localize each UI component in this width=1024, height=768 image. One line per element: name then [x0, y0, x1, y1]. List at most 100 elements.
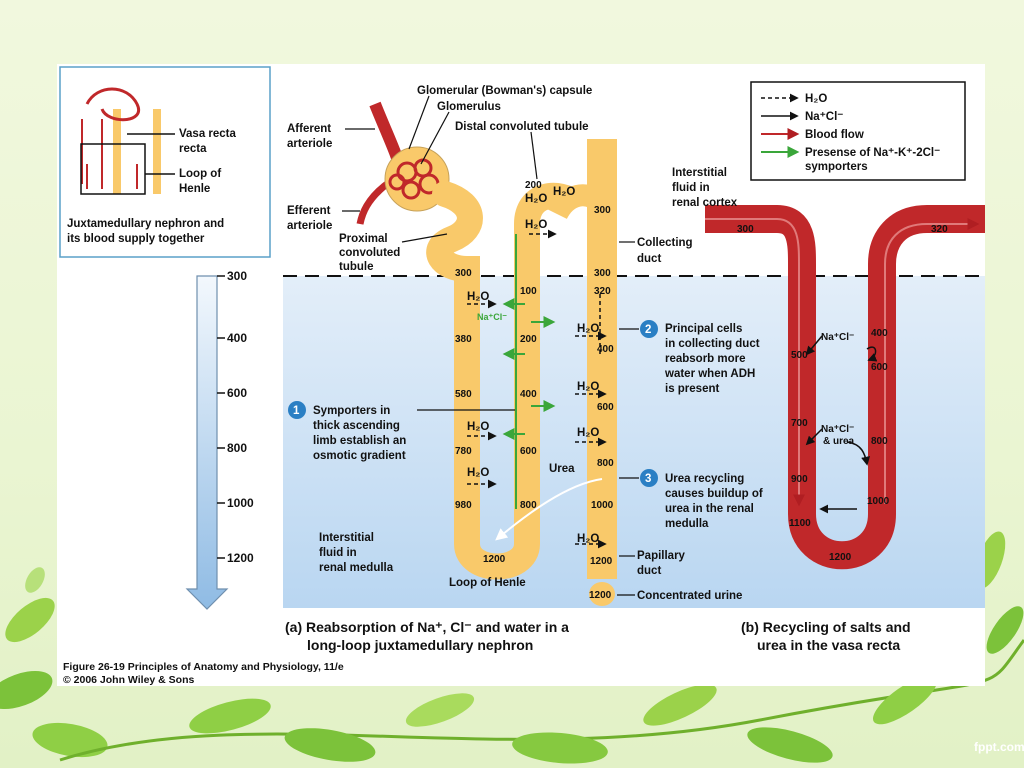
inset-caption-1: Juxtamedullary nephron and — [67, 218, 224, 230]
svg-text:in collecting duct: in collecting duct — [665, 338, 760, 350]
loop-of-henle — [454, 182, 585, 580]
svg-text:thick ascending: thick ascending — [313, 420, 400, 432]
vasa-and-urea: & urea — [823, 436, 855, 447]
step-1: 1 Symporters in thick ascending limb est… — [288, 401, 515, 462]
label-proximal-1: Proximal — [339, 233, 388, 245]
watermark: fppt.com — [974, 740, 1024, 754]
asc-200: 200 — [520, 334, 537, 345]
h2o-label-desc-3: H₂O — [467, 467, 489, 479]
caption-a-1: (a) Reabsorption of Na⁺, Cl⁻ and water i… — [285, 619, 569, 635]
inset-vasa-recta-label-2: recta — [179, 143, 207, 155]
caption-b-2: urea in the vasa recta — [757, 637, 900, 653]
inset-juxtamedullary: Vasa recta recta Loop of Henle Juxtamedu… — [59, 66, 271, 258]
concentrated-urine-drop — [589, 582, 615, 606]
vasa-500: 500 — [791, 350, 808, 361]
glomerulus — [388, 158, 440, 200]
vasa-flow-down — [705, 218, 805, 507]
inset-loop-label: Loop of — [179, 168, 221, 180]
h2o-label-coll-2: H₂O — [577, 381, 599, 393]
h2o-label-distal-3: H₂O — [553, 186, 575, 198]
legend-nacl: Na⁺Cl⁻ — [805, 111, 843, 123]
urea-recycling-arrow — [495, 478, 603, 541]
coll-300: 300 — [594, 205, 611, 216]
h2o-arrows — [467, 229, 607, 549]
scale-ticks — [217, 275, 225, 559]
label-afferent-2: arteriole — [287, 138, 332, 150]
vasa-600: 600 — [871, 362, 888, 373]
figure-credit-2: © 2006 John Wiley & Sons — [63, 674, 195, 686]
svg-text:water when ADH: water when ADH — [664, 368, 755, 380]
label-afferent-1: Afferent — [287, 123, 331, 135]
svg-text:3: 3 — [645, 473, 651, 485]
nacl-label-desc: Na⁺Cl⁻ — [477, 312, 507, 322]
figure-credit-1: Figure 26-19 Principles of Anatomy and P… — [63, 661, 344, 673]
vasa-flow-up — [884, 218, 980, 504]
scale-1200: 1200 — [227, 551, 254, 565]
coll-320: 320 — [594, 286, 611, 297]
leaf-decoration-left — [0, 567, 108, 758]
asc-100: 100 — [520, 286, 537, 297]
vasa-1000: 1000 — [867, 496, 890, 507]
label-papillary-2: duct — [637, 565, 661, 577]
desc-980: 980 — [455, 500, 472, 511]
figure-panel: Vasa recta recta Loop of Henle Juxtamedu… — [57, 64, 985, 686]
label-interstitial-cortex-2: fluid in — [672, 182, 710, 194]
coll-400: 400 — [597, 344, 614, 355]
scale-800: 800 — [227, 441, 247, 455]
label-glomerulus: Glomerulus — [437, 101, 501, 113]
vasa-nacl-1: Na⁺Cl⁻ — [821, 332, 854, 343]
vasa-recta — [705, 205, 985, 570]
vasa-300: 300 — [737, 224, 754, 235]
label-distal-tubule: Distal convoluted tubule — [455, 121, 589, 133]
legend: H₂O Na⁺Cl⁻ Blood flow Presense of Na⁺-K⁺… — [750, 81, 966, 181]
coll-300b: 300 — [594, 268, 611, 279]
svg-text:reabsorb more: reabsorb more — [665, 353, 746, 365]
label-interstitial-medulla-2: fluid in — [319, 547, 357, 559]
scale-600: 600 — [227, 386, 247, 400]
label-interstitial-medulla-3: renal medulla — [319, 562, 394, 574]
vasa-1200: 1200 — [829, 552, 852, 563]
scale-400: 400 — [227, 331, 247, 345]
nephron-diagram: Vasa recta recta Loop of Henle Juxtamedu… — [59, 66, 985, 686]
efferent-arteriole — [356, 181, 390, 225]
legend-h2o: H₂O — [805, 93, 827, 105]
label-interstitial-cortex-1: Interstitial — [672, 167, 727, 179]
papillary-1200: 1200 — [590, 556, 613, 567]
svg-text:Symporters in: Symporters in — [313, 405, 390, 417]
vasa-800: 800 — [871, 436, 888, 447]
coll-800: 800 — [597, 458, 614, 469]
nacl-green-arrows — [502, 298, 556, 440]
desc-380: 380 — [455, 334, 472, 345]
h2o-label-coll-4: H₂O — [577, 533, 599, 545]
label-glomerular-capsule: Glomerular (Bowman's) capsule — [417, 85, 592, 97]
legend-blood-flow: Blood flow — [805, 129, 864, 141]
label-papillary-1: Papillary — [637, 550, 686, 562]
svg-text:causes buildup of: causes buildup of — [665, 488, 763, 500]
vasa-1100: 1100 — [789, 518, 811, 529]
scale-300: 300 — [227, 269, 247, 283]
scale-1000: 1000 — [227, 496, 254, 510]
leaf-decoration-bottom — [59, 531, 1024, 764]
asc-600: 600 — [520, 446, 537, 457]
caption-a-2: long-loop juxtamedullary nephron — [307, 637, 533, 653]
svg-text:is present: is present — [665, 383, 719, 395]
coll-1000: 1000 — [591, 500, 614, 511]
label-efferent-2: arteriole — [287, 220, 332, 232]
label-interstitial-medulla-1: Interstitial — [319, 532, 374, 544]
vasa-700: 700 — [791, 418, 808, 429]
h2o-label-distal-2: H₂O — [525, 193, 547, 205]
h2o-label-desc-2: H₂O — [467, 421, 489, 433]
label-concentrated-urine: Concentrated urine — [637, 590, 742, 602]
step-3: 3 Urea recycling causes buildup of urea … — [619, 469, 763, 530]
step-2: 2 Principal cells in collecting duct rea… — [619, 320, 760, 395]
osmolarity-scale — [185, 275, 229, 610]
desc-300: 300 — [455, 268, 472, 279]
svg-text:1: 1 — [293, 405, 300, 417]
label-proximal-2: convoluted — [339, 247, 400, 259]
caption-b-1: (b) Recycling of salts and — [741, 619, 911, 635]
svg-text:Principal cells: Principal cells — [665, 323, 742, 335]
h2o-label-coll-3: H₂O — [577, 427, 599, 439]
asc-400: 400 — [520, 389, 537, 400]
h2o-label-desc-1: H₂O — [467, 291, 489, 303]
vasa-400: 400 — [871, 328, 888, 339]
